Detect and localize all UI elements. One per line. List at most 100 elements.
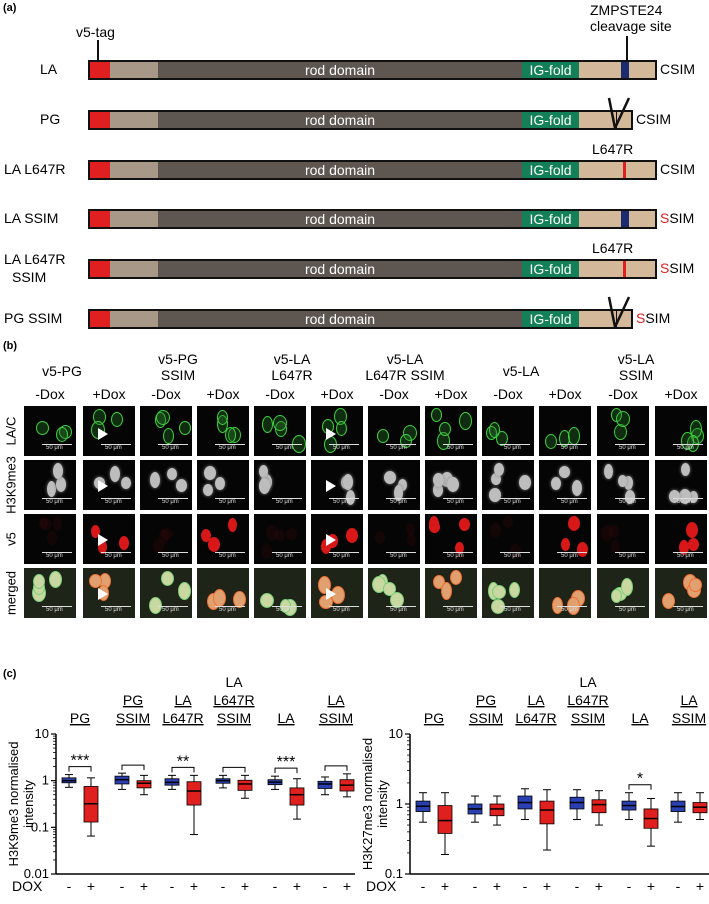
scale-bar-line bbox=[386, 606, 416, 607]
scale-bar: 50 μm bbox=[372, 606, 416, 615]
nucleus bbox=[262, 416, 273, 433]
scale-bar-label: 50 μm bbox=[619, 607, 636, 613]
nucleus bbox=[625, 490, 635, 504]
nucleus bbox=[689, 578, 702, 592]
micrograph-v5: 50 μm bbox=[140, 514, 192, 564]
nucleus bbox=[561, 538, 570, 551]
head-domain-segment bbox=[110, 211, 159, 227]
scale-bar-line bbox=[386, 552, 416, 553]
deletion-boundary bbox=[616, 311, 617, 327]
nucleus bbox=[215, 477, 225, 490]
ig-fold-label: IG-fold bbox=[529, 311, 572, 327]
scale-bar-line bbox=[673, 606, 703, 607]
plus-dox-label: + bbox=[595, 878, 603, 894]
ig-fold-label: IG-fold bbox=[529, 211, 572, 227]
nucleus bbox=[213, 589, 226, 607]
scale-bar: 50 μm bbox=[201, 498, 245, 507]
scale-bar-line bbox=[101, 606, 131, 607]
head-domain-segment bbox=[110, 62, 159, 78]
panel-b-label: (b) bbox=[3, 340, 18, 352]
group-label: L647R bbox=[567, 692, 608, 708]
plus-dox-header: +Dox bbox=[320, 386, 354, 402]
y-tick-label: 0.1 bbox=[385, 866, 403, 881]
rod-domain-label: rod domain bbox=[304, 62, 376, 78]
plus-dox-header: +Dox bbox=[664, 386, 698, 402]
ig-fold-segment: IG-fold bbox=[522, 261, 580, 277]
scale-bar: 50 μm bbox=[315, 606, 359, 615]
construct-name: LA L647R bbox=[4, 251, 66, 267]
scale-bar: 50 μm bbox=[315, 498, 359, 507]
scale-bar-label: 50 μm bbox=[677, 499, 694, 505]
scale-bar-label: 50 μm bbox=[333, 553, 350, 559]
scale-bar-label: 50 μm bbox=[390, 553, 407, 559]
y-tick-label: 1 bbox=[42, 773, 49, 788]
nucleus bbox=[611, 539, 620, 554]
row-label: H3K9me3 bbox=[3, 456, 19, 514]
scale-bar: 50 μm bbox=[201, 552, 245, 561]
micrograph-v5: 50 μm bbox=[254, 514, 306, 564]
scale-bar-line bbox=[443, 498, 473, 499]
micrograph-h3k9me3: 50 μm bbox=[311, 460, 363, 510]
micrograph-la-c: 50 μm bbox=[482, 406, 534, 456]
minus-dox-label: - bbox=[120, 878, 125, 894]
group-label: LA bbox=[327, 692, 345, 708]
nucleus bbox=[450, 570, 462, 585]
scale-bar: 50 μm bbox=[28, 498, 72, 507]
scale-bar-label: 50 μm bbox=[276, 445, 293, 451]
y-axis-label-line2: intensity bbox=[21, 780, 36, 828]
nucleus bbox=[398, 479, 407, 491]
nucleus bbox=[519, 475, 531, 490]
mutation-label: L647R bbox=[592, 141, 634, 157]
significance-bracket bbox=[171, 766, 195, 773]
v5-tag-segment bbox=[90, 311, 111, 327]
nucleus bbox=[688, 538, 699, 551]
nucleus bbox=[568, 427, 580, 445]
micrograph-merged: 50 μm bbox=[368, 568, 420, 618]
nucleus bbox=[33, 574, 45, 589]
c-terminal-motif: CSIM bbox=[636, 111, 671, 127]
scale-bar: 50 μm bbox=[543, 606, 587, 615]
nucleus bbox=[346, 528, 358, 543]
micrograph-merged: 50 μm bbox=[197, 568, 249, 618]
scale-bar: 50 μm bbox=[659, 498, 703, 507]
ig-fold-segment: IG-fold bbox=[522, 311, 580, 327]
micrograph-v5: 50 μm bbox=[197, 514, 249, 564]
micrograph-v5: 50 μm bbox=[425, 514, 477, 564]
row-label: merged bbox=[3, 570, 19, 616]
cleavage-site-mark bbox=[621, 211, 629, 227]
nucleus bbox=[47, 531, 57, 545]
construct-name: PG bbox=[40, 111, 61, 127]
row-label: v5 bbox=[3, 532, 19, 546]
minus-dox-header: -Dox bbox=[379, 386, 409, 402]
group-label: SSIM bbox=[319, 710, 353, 726]
scale-bar: 50 μm bbox=[28, 552, 72, 561]
minus-dox-header: -Dox bbox=[151, 386, 181, 402]
tail-segment bbox=[579, 162, 655, 178]
nucleus bbox=[201, 529, 211, 542]
nucleus bbox=[119, 536, 129, 550]
scale-bar-line bbox=[557, 606, 587, 607]
arrowhead-marker bbox=[98, 534, 108, 546]
scale-bar-line bbox=[329, 444, 359, 445]
micrograph-la-c: 50 μm bbox=[368, 406, 420, 456]
group-title: v5-LA bbox=[502, 363, 540, 379]
micrograph-merged: 50 μm bbox=[482, 568, 534, 618]
dox-axis-label: DOX bbox=[12, 878, 43, 894]
scale-bar-line bbox=[215, 498, 245, 499]
micrograph-merged: 50 μm bbox=[311, 568, 363, 618]
scale-bar-line bbox=[158, 498, 188, 499]
nucleus bbox=[433, 483, 443, 497]
minus-dox-label: - bbox=[523, 878, 528, 894]
construct-name: LA SSIM bbox=[4, 210, 59, 226]
scale-bar-label: 50 μm bbox=[105, 553, 122, 559]
scale-bar-line bbox=[673, 552, 703, 553]
minus-dox-label: - bbox=[421, 878, 426, 894]
minus-dox-label: - bbox=[676, 878, 681, 894]
micrograph-v5: 50 μm bbox=[311, 514, 363, 564]
scale-bar: 50 μm bbox=[601, 444, 645, 453]
scale-bar-label: 50 μm bbox=[447, 553, 464, 559]
rod-domain-segment: rod domain bbox=[158, 311, 523, 327]
nucleus bbox=[681, 432, 694, 450]
scale-bar-line bbox=[272, 606, 302, 607]
